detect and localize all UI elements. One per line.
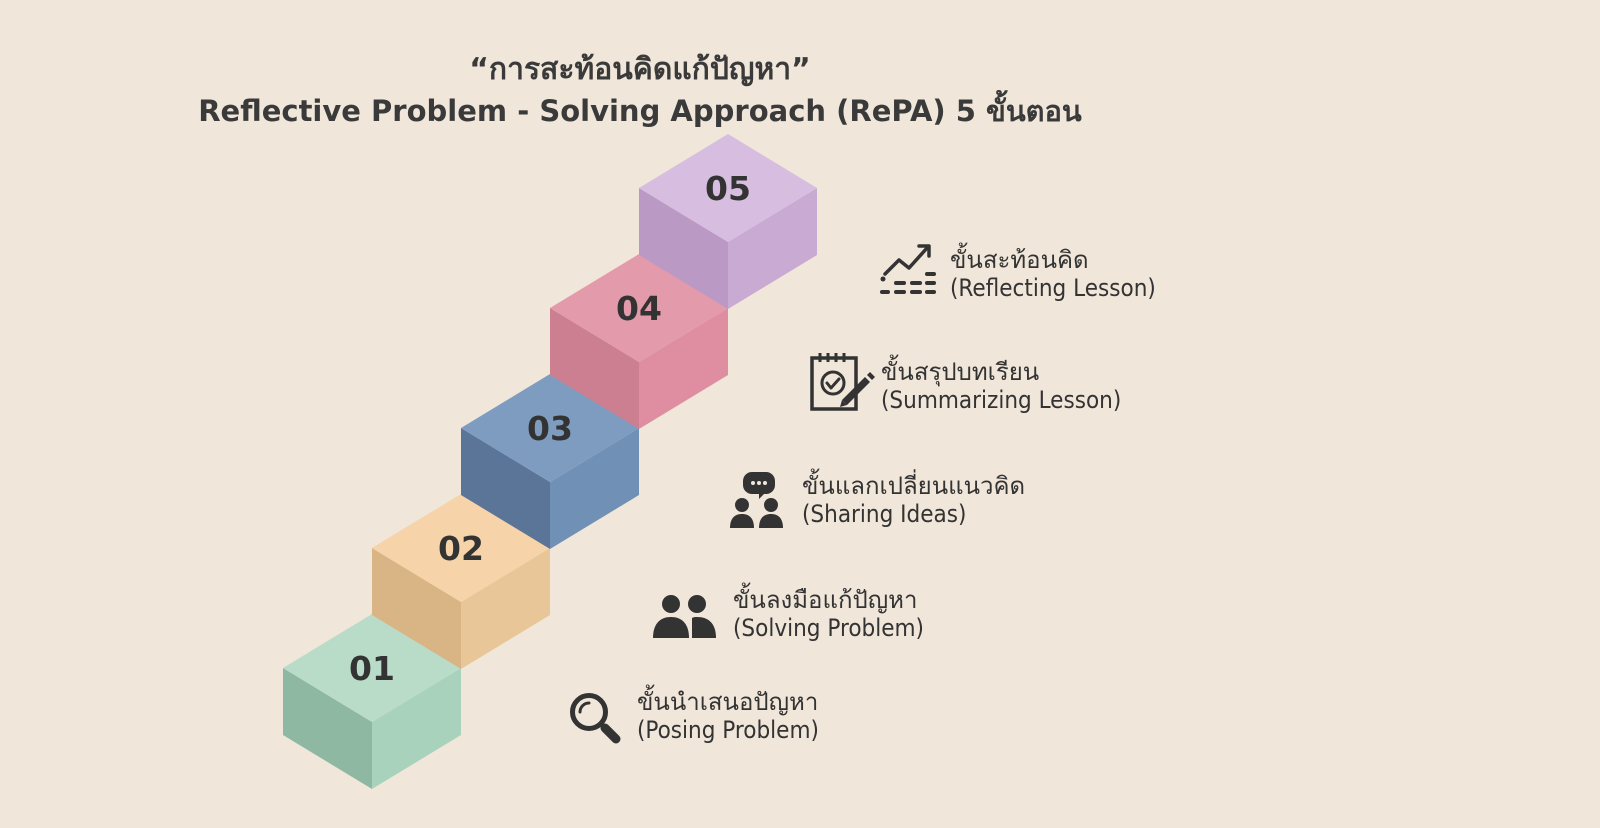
step-2-label-english: (Solving Problem) — [733, 614, 924, 642]
magnifier-icon — [566, 690, 626, 746]
cube-left-face — [461, 428, 550, 549]
trend-chart-icon — [879, 240, 937, 296]
cube-right-face — [461, 548, 550, 669]
cube-right-face — [728, 188, 817, 309]
step-5-label-english: (Reflecting Lesson) — [950, 274, 1156, 302]
step-4-label-english: (Summarizing Lesson) — [881, 386, 1122, 414]
cube-left-face — [550, 308, 639, 429]
step-3-label-thai: ขั้นแลกเปลี่ยนแนวคิด — [802, 472, 1026, 500]
two-people-icon — [652, 594, 718, 640]
cube-right-face — [639, 308, 728, 429]
step-2-label-thai: ขั้นลงมือแก้ปัญหา — [733, 586, 918, 614]
step-3-number: 03 — [527, 409, 573, 448]
cube-left-face — [283, 668, 372, 789]
title-thai: “การสะท้อนคิดแก้ปัญหา” — [469, 52, 811, 87]
title-english: Reflective Problem - Solving Approach (R… — [198, 94, 1082, 128]
cube-right-face — [372, 668, 461, 789]
cube-top-face — [639, 134, 817, 242]
step-1-number: 01 — [349, 649, 395, 688]
step-1-label-thai: ขั้นนำเสนอปัญหา — [637, 688, 819, 716]
step-5-cube: 05 — [639, 134, 817, 309]
cube-left-face — [372, 548, 461, 669]
step-4-label-thai: ขั้นสรุปบทเรียน — [881, 358, 1040, 386]
step-5-number: 05 — [705, 169, 751, 208]
step-4-number: 04 — [616, 289, 662, 328]
step-4-label: ขั้นสรุปบทเรียน (Summarizing Lesson) — [881, 358, 1121, 414]
group-chat-icon — [729, 470, 787, 530]
step-3-label: ขั้นแลกเปลี่ยนแนวคิด (Sharing Ideas) — [802, 472, 1025, 528]
notepad-check-icon — [809, 352, 875, 412]
step-2-label: ขั้นลงมือแก้ปัญหา (Solving Problem) — [733, 586, 924, 642]
step-3-cube: 03 — [461, 374, 639, 549]
step-1-label: ขั้นนำเสนอปัญหา (Posing Problem) — [637, 688, 819, 744]
step-5-label-thai: ขั้นสะท้อนคิด — [950, 246, 1089, 274]
step-5-label: ขั้นสะท้อนคิด (Reflecting Lesson) — [950, 246, 1156, 302]
step-1-label-english: (Posing Problem) — [637, 716, 819, 744]
step-2-number: 02 — [438, 529, 484, 568]
step-3-label-english: (Sharing Ideas) — [802, 500, 967, 528]
cube-right-face — [550, 428, 639, 549]
cube-left-face — [639, 188, 728, 309]
